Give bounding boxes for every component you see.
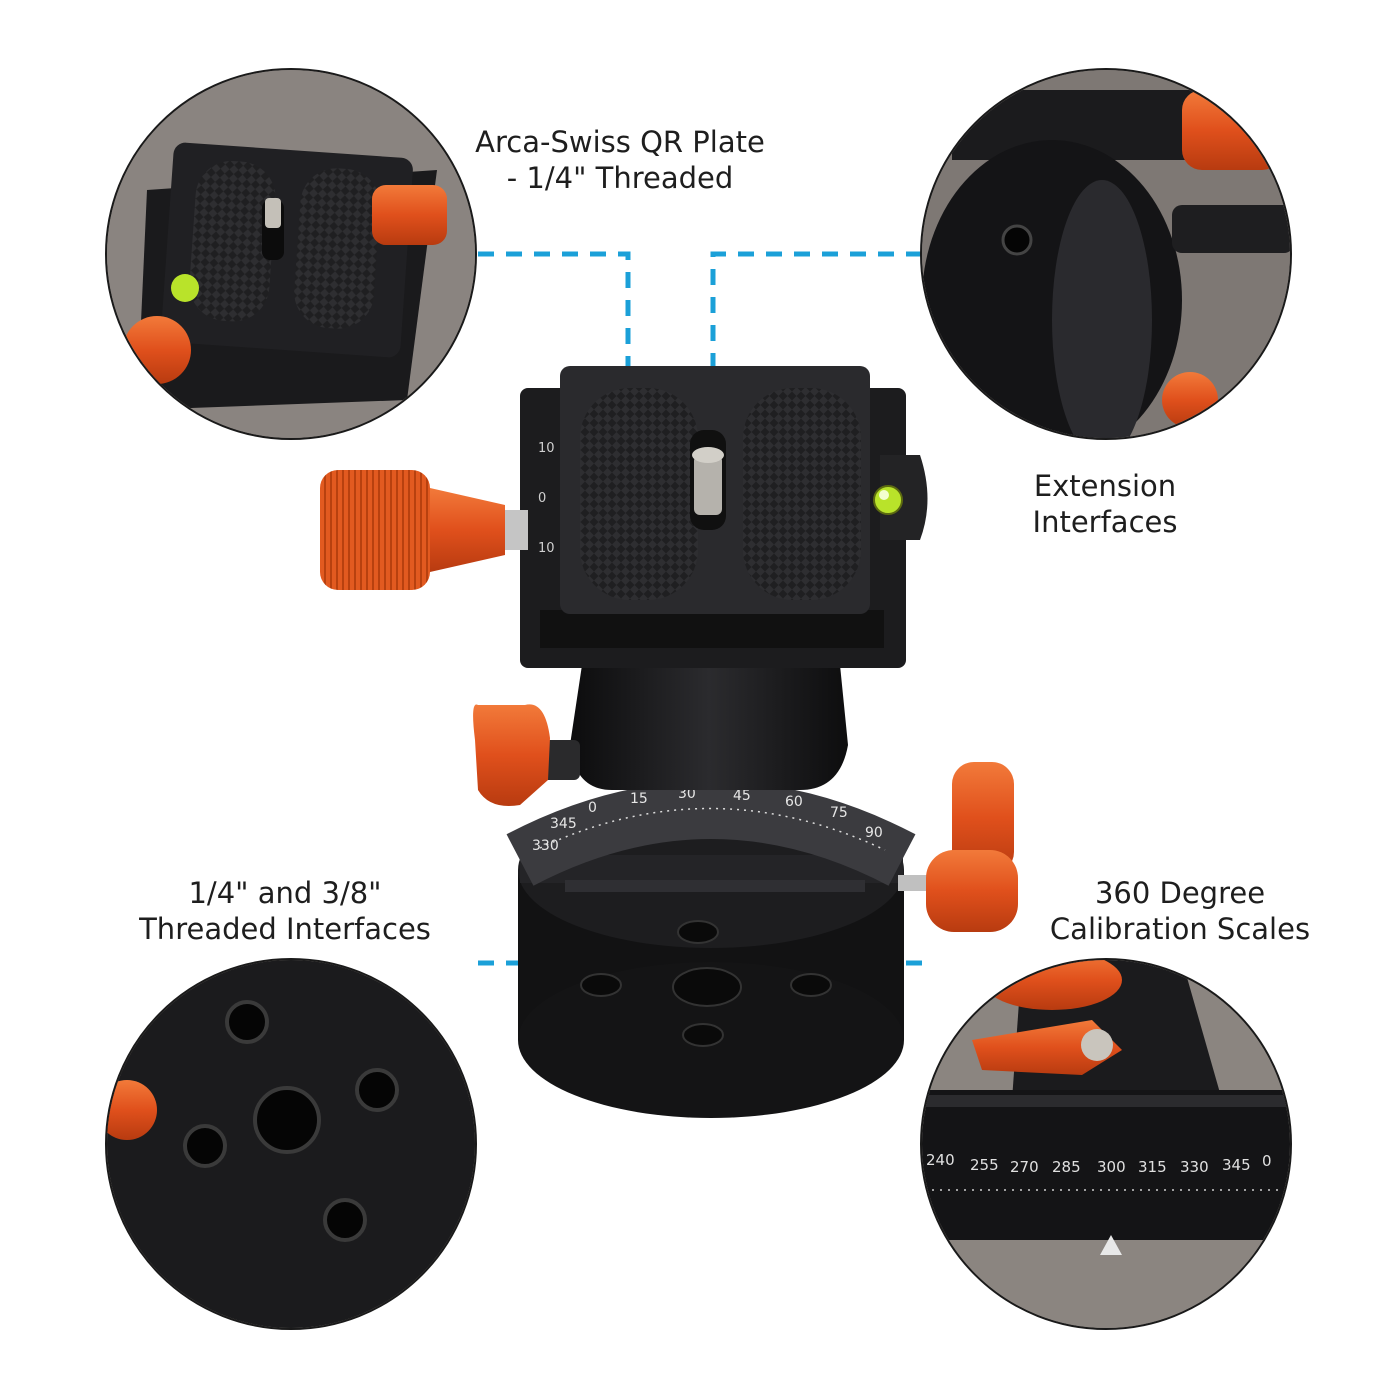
scale-mark: 330 bbox=[532, 838, 559, 854]
bubble-level-icon bbox=[873, 455, 928, 540]
callout-extension: Extension Interfaces bbox=[995, 468, 1215, 540]
clamp-knob-icon[interactable] bbox=[320, 470, 528, 590]
callout-extension-line2: Interfaces bbox=[1032, 505, 1178, 539]
scale-mark: 0 bbox=[588, 800, 597, 816]
right-locking-lever-icon[interactable] bbox=[898, 762, 1018, 932]
scale-mark: 60 bbox=[785, 794, 803, 810]
callout-qr-plate-line2: - 1/4" Threaded bbox=[506, 161, 734, 195]
scale-mark: 345 bbox=[1222, 1156, 1251, 1174]
scale-mark: 255 bbox=[970, 1156, 999, 1174]
callout-qr-plate: Arca-Swiss QR Plate - 1/4" Threaded bbox=[470, 124, 770, 196]
scale-mark: 285 bbox=[1052, 1158, 1081, 1176]
plate-mark: 0 bbox=[538, 491, 546, 506]
scale-mark: 240 bbox=[926, 1151, 955, 1169]
threaded-holes bbox=[580, 920, 832, 1047]
callout-threaded: 1/4" and 3/8" Threaded Interfaces bbox=[130, 875, 440, 947]
scale-mark: 315 bbox=[1138, 1158, 1167, 1176]
left-locking-knob-icon[interactable] bbox=[473, 704, 580, 806]
callout-qr-plate-line1: Arca-Swiss QR Plate bbox=[475, 125, 765, 159]
qr-plate bbox=[560, 366, 870, 614]
scale-mark: 0 bbox=[1262, 1152, 1272, 1170]
callout-threaded-line1: 1/4" and 3/8" bbox=[188, 876, 382, 910]
scale-mark: 15 bbox=[630, 791, 648, 807]
detail-circle-extension bbox=[920, 68, 1292, 440]
detail-circle-qr-plate bbox=[105, 68, 477, 440]
plate-marks: 10 0 10 bbox=[538, 441, 555, 556]
scale-mark: 90 bbox=[865, 825, 883, 841]
callout-calibration-line1: 360 Degree bbox=[1094, 876, 1266, 910]
main-scale-labels: 330 345 0 15 30 45 60 75 90 bbox=[532, 786, 883, 854]
scale-mark: 45 bbox=[733, 788, 751, 804]
triangle-marker-icon bbox=[1100, 1235, 1122, 1255]
callout-threaded-line2: Threaded Interfaces bbox=[139, 912, 431, 946]
detail-scale-labels: 240 255 270 285 300 315 330 345 0 bbox=[926, 1151, 1272, 1176]
base-disc bbox=[506, 781, 916, 1118]
plate-mark: 10 bbox=[538, 541, 555, 556]
scale-mark: 75 bbox=[830, 805, 848, 821]
scale-mark: 270 bbox=[1010, 1158, 1039, 1176]
pillar bbox=[570, 665, 848, 790]
detail-circle-threaded bbox=[105, 958, 477, 1330]
scale-mark: 345 bbox=[550, 816, 577, 832]
scale-mark: 330 bbox=[1180, 1158, 1209, 1176]
plate-mark: 10 bbox=[538, 441, 555, 456]
callout-calibration: 360 Degree Calibration Scales bbox=[1040, 875, 1320, 947]
callout-extension-line1: Extension bbox=[1033, 469, 1177, 503]
scale-mark: 300 bbox=[1097, 1158, 1126, 1176]
callout-calibration-line2: Calibration Scales bbox=[1049, 912, 1311, 946]
detail-circle-calibration: 240 255 270 285 300 315 330 345 0 bbox=[920, 958, 1292, 1330]
